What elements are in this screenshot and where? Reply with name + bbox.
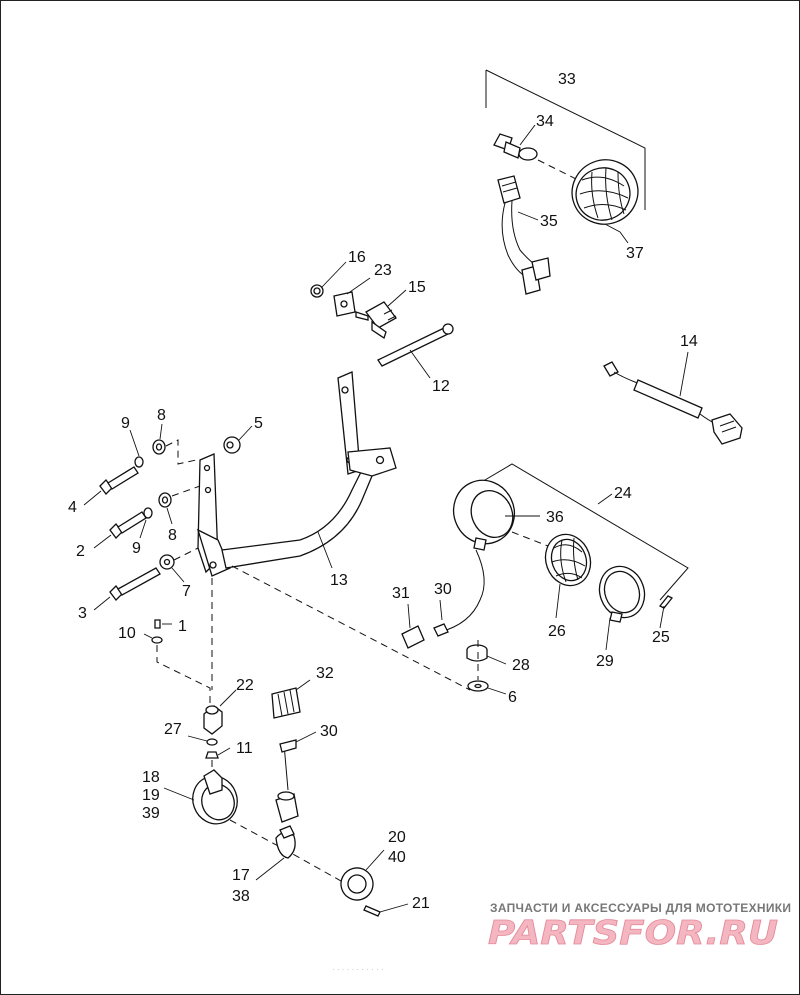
lamp-housing-36 (452, 479, 540, 551)
callout-32: 32 (316, 665, 334, 682)
bulb-17 (255, 825, 296, 881)
switch-15 (355, 289, 407, 340)
callout-28: 28 (512, 657, 530, 674)
callout-34: 34 (536, 113, 554, 130)
mounting-bracket-13 (196, 371, 397, 577)
bolt-2 (93, 511, 147, 549)
callout-40: 40 (388, 849, 406, 866)
callout-22: 22 (236, 677, 254, 694)
callout-2: 2 (76, 543, 85, 560)
screw-1 (154, 619, 172, 629)
callout-labels: 1 2 3 4 5 6 7 8 8 9 9 10 11 12 13 14 15 … (68, 71, 698, 912)
callout-16: 16 (348, 249, 366, 266)
callout-8-mid: 8 (168, 527, 177, 544)
washer-10 (143, 633, 163, 644)
callout-36: 36 (546, 509, 564, 526)
mount-22 (203, 689, 237, 735)
callout-12: 12 (432, 378, 450, 395)
switch-group (310, 261, 454, 379)
nut-11 (205, 747, 231, 759)
washer-27 (187, 735, 218, 746)
washer-5 (223, 425, 253, 454)
callout-11: 11 (236, 740, 253, 757)
washer-6 (467, 680, 507, 695)
callout-7: 7 (182, 583, 191, 600)
bulb-34 (493, 124, 538, 161)
bolt-3 (93, 567, 161, 611)
callout-21: 21 (412, 895, 430, 912)
washer-8-mid (158, 492, 173, 525)
watermark-footer: · · · · · · · · · · · (332, 965, 384, 974)
wire-30 (439, 549, 485, 633)
washer-7 (159, 554, 185, 583)
callout-26: 26 (548, 623, 566, 640)
callout-35: 35 (540, 213, 558, 230)
callout-38: 38 (232, 888, 250, 905)
screw-25 (658, 595, 674, 629)
lens-20 (340, 849, 385, 901)
bolt-4 (83, 466, 139, 506)
callout-10: 10 (118, 625, 136, 642)
callout-29: 29 (596, 653, 614, 670)
callout-14: 14 (680, 333, 698, 350)
callout-30-lower: 30 (320, 723, 338, 740)
callout-19: 19 (142, 787, 160, 804)
watermark-tagline: ЗАПЧАСТИ И АКСЕССУАРЫ ДЛЯ МОТОТЕХНИКИ (490, 901, 791, 915)
trim-ring-29 (598, 565, 646, 651)
cable-tie-12 (377, 323, 454, 379)
callout-9-top: 9 (121, 415, 130, 432)
callout-39: 39 (142, 805, 160, 822)
callout-17: 17 (232, 867, 250, 884)
callout-37: 37 (626, 245, 644, 262)
callout-9-mid: 9 (132, 540, 141, 557)
aux-lamp-assembly (401, 463, 689, 695)
callout-5: 5 (254, 415, 263, 432)
callout-4: 4 (68, 499, 77, 516)
connector-31 (401, 603, 425, 649)
callout-13: 13 (330, 572, 348, 589)
connector-32 (271, 679, 311, 719)
lamp-housing-18 (163, 769, 238, 825)
callout-15: 15 (408, 279, 426, 296)
grommet-28 (466, 644, 507, 665)
callout-1: 1 (178, 618, 187, 635)
lens-26 (544, 533, 592, 619)
harness-14 (603, 351, 743, 445)
callout-23: 23 (374, 262, 392, 279)
callout-3: 3 (78, 605, 87, 622)
callout-18: 18 (142, 769, 160, 786)
watermark: ЗАПЧАСТИ И АКСЕССУАРЫ ДЛЯ МОТОТЕХНИКИ PA… (332, 901, 791, 974)
screw-21 (363, 903, 409, 917)
socket-30-lower (275, 731, 317, 823)
headlamp-37 (571, 159, 639, 244)
plate-23 (333, 277, 371, 317)
callout-30-upper: 30 (434, 581, 452, 598)
lockwasher-9-top (129, 429, 144, 468)
callout-33: 33 (558, 71, 576, 88)
callout-27: 27 (164, 721, 182, 738)
headlamp-assembly (485, 69, 646, 295)
callout-20: 20 (388, 829, 406, 846)
harness-35 (497, 175, 551, 295)
callout-25: 25 (652, 629, 670, 646)
callout-6: 6 (508, 689, 517, 706)
lockwasher-9-mid (139, 507, 153, 539)
watermark-logo: PARTSFOR.RU (488, 913, 778, 952)
callout-24: 24 (614, 485, 632, 502)
washer-8-top (152, 423, 166, 455)
callout-8-top: 8 (157, 407, 166, 424)
callout-31: 31 (392, 585, 410, 602)
nut-16 (310, 261, 347, 298)
